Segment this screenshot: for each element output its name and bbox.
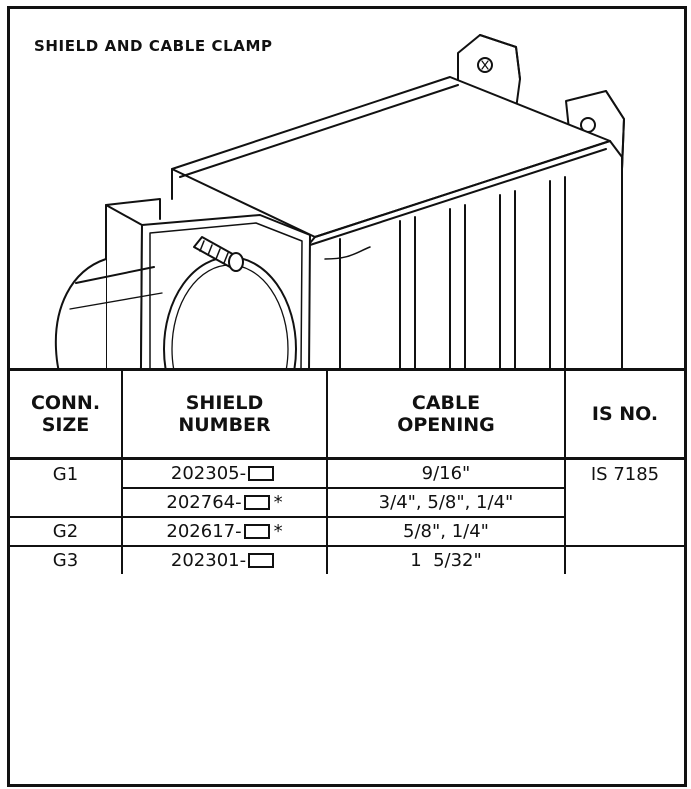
table-row: G3 202301- 1 5/32"	[10, 545, 684, 574]
shield-spec-table: CONN. SIZE SHIELD NUMBER CABLE OPENING I…	[10, 368, 684, 574]
page-title: SHIELD AND CABLE CLAMP	[34, 37, 273, 55]
header-is-no: IS NO.	[564, 368, 684, 460]
cell-is-no	[564, 488, 684, 517]
cell-cable-opening: 3/4", 5/8", 1/4"	[326, 487, 566, 517]
header-cable-opening: CABLE OPENING	[326, 368, 566, 460]
cell-size: G3	[10, 545, 123, 574]
spec-sheet: SHIELD AND CABLE CLAMP	[7, 6, 687, 787]
header-line: SIZE	[41, 414, 90, 436]
table-row: G2 202617- * 5/8", 1/4"	[10, 516, 684, 546]
cell-shield-number: 202305-	[121, 458, 328, 488]
cell-cable-opening: 1 5/32"	[326, 545, 566, 574]
shield-number-text: 202764-	[166, 492, 242, 513]
cell-cable-opening: 5/8", 1/4"	[326, 516, 566, 546]
cell-shield-number: 202301-	[121, 545, 328, 574]
shield-number-text: 202301-	[170, 550, 247, 571]
suffix-box	[248, 553, 275, 568]
cell-shield-number: 202617- *	[121, 516, 328, 546]
table-row: 202764- * 3/4", 5/8", 1/4"	[10, 487, 684, 517]
cell-cable-opening: 9/16"	[326, 458, 566, 488]
header-line: SHIELD	[185, 392, 264, 414]
header-line: NUMBER	[178, 414, 271, 436]
shield-clamp-drawing	[54, 34, 625, 369]
suffix-box	[243, 524, 270, 539]
cell-size: G2	[10, 516, 123, 546]
cell-is-no	[564, 545, 684, 574]
shield-number-text: 202617-	[166, 521, 242, 542]
cell-size	[10, 488, 123, 517]
suffix-box	[243, 495, 270, 510]
table-row: G1 202305- 9/16" IS 7185	[10, 458, 684, 488]
cell-shield-number: 202764- *	[121, 487, 328, 517]
cell-is-no	[564, 517, 684, 546]
shield-number-text: 202305-	[170, 463, 247, 484]
header-conn-size: CONN. SIZE	[10, 368, 123, 460]
header-line: CABLE	[411, 392, 481, 414]
header-line: OPENING	[397, 414, 495, 436]
illustration-panel: SHIELD AND CABLE CLAMP	[10, 9, 684, 369]
table-header-row: CONN. SIZE SHIELD NUMBER CABLE OPENING I…	[10, 368, 684, 460]
cell-is-no: IS 7185	[564, 458, 684, 488]
header-shield-number: SHIELD NUMBER	[121, 368, 328, 460]
header-line: IS NO.	[591, 403, 659, 425]
header-line: CONN.	[30, 392, 101, 414]
asterisk-mark: *	[273, 492, 283, 513]
suffix-box	[248, 466, 275, 481]
asterisk-mark: *	[273, 521, 283, 542]
cell-size: G1	[10, 458, 123, 488]
